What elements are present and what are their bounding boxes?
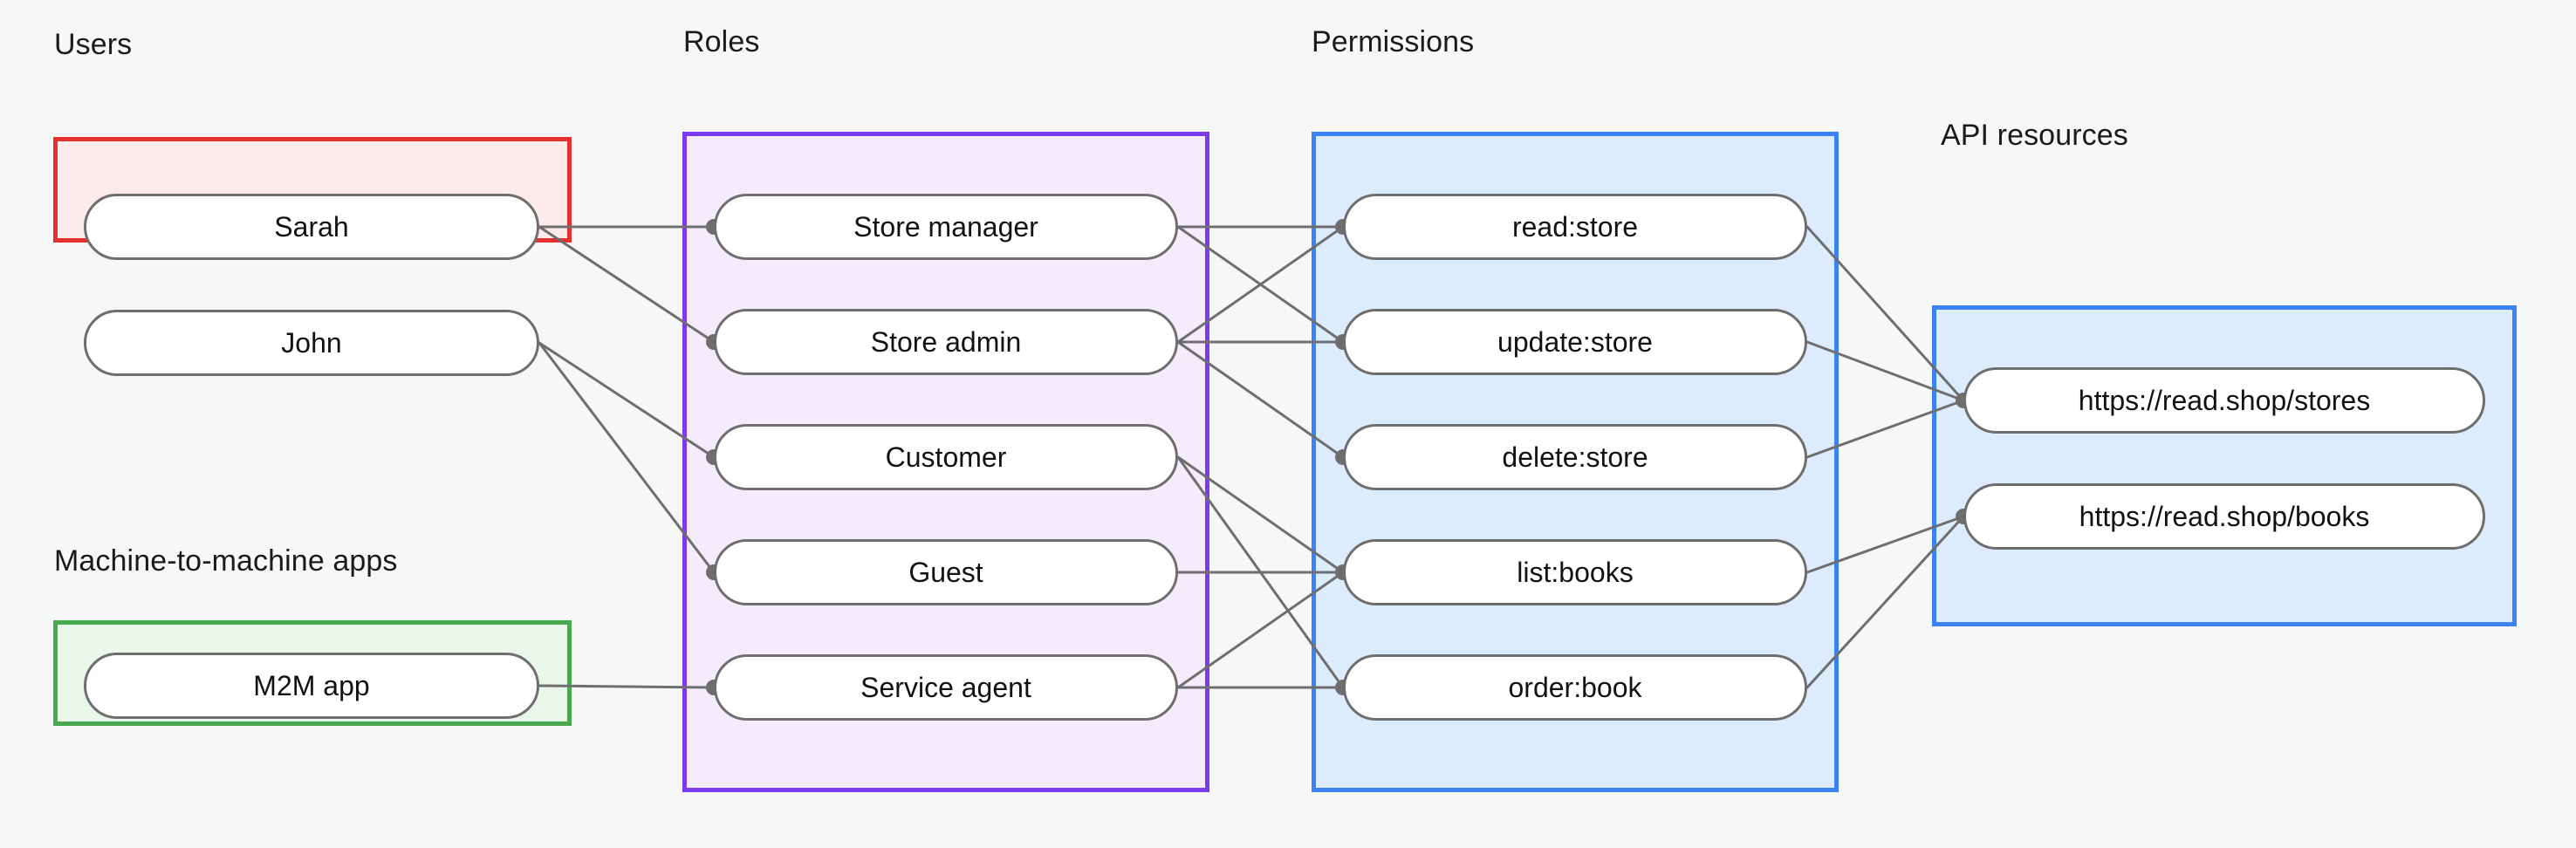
group-title-users: Users <box>54 28 133 61</box>
node-label-m2mapp: M2M app <box>253 669 370 701</box>
group-title-roles: Roles <box>683 25 760 58</box>
node-label-order_book: order:book <box>1508 671 1642 703</box>
node-label-update_store: update:store <box>1497 325 1653 358</box>
node-service_agent[interactable]: Service agent <box>714 654 1178 721</box>
node-john[interactable]: John <box>84 310 539 376</box>
node-res_books[interactable]: https://read.shop/books <box>1963 483 2485 550</box>
group-box-api_resources <box>1932 305 2517 626</box>
group-title-api_resources: API resources <box>1941 119 2128 152</box>
node-list_books[interactable]: list:books <box>1343 539 1807 605</box>
node-res_stores[interactable]: https://read.shop/stores <box>1963 367 2485 434</box>
node-label-res_books: https://read.shop/books <box>2079 500 2370 532</box>
node-delete_store[interactable]: delete:store <box>1343 424 1807 490</box>
node-label-guest: Guest <box>908 556 983 588</box>
node-label-read_store: read:store <box>1511 210 1639 243</box>
node-label-customer: Customer <box>885 441 1007 473</box>
node-m2mapp[interactable]: M2M app <box>84 653 539 719</box>
node-label-service_agent: Service agent <box>860 671 1031 703</box>
node-store_admin[interactable]: Store admin <box>714 309 1178 375</box>
node-label-delete_store: delete:store <box>1502 441 1648 473</box>
group-title-permissions: Permissions <box>1312 25 1475 58</box>
node-label-john: John <box>281 326 342 359</box>
group-title-m2m: Machine-to-machine apps <box>54 544 398 578</box>
node-label-sarah: Sarah <box>274 210 349 243</box>
node-customer[interactable]: Customer <box>714 424 1178 490</box>
node-label-list_books: list:books <box>1517 556 1634 588</box>
node-read_store[interactable]: read:store <box>1343 194 1807 260</box>
node-store_manager[interactable]: Store manager <box>714 194 1178 260</box>
node-order_book[interactable]: order:book <box>1343 654 1807 721</box>
node-label-res_stores: https://read.shop/stores <box>2078 384 2371 416</box>
node-label-store_admin: Store admin <box>870 325 1022 358</box>
node-label-store_manager: Store manager <box>853 210 1038 243</box>
node-sarah[interactable]: Sarah <box>84 194 539 260</box>
node-guest[interactable]: Guest <box>714 539 1178 605</box>
node-update_store[interactable]: update:store <box>1343 309 1807 375</box>
